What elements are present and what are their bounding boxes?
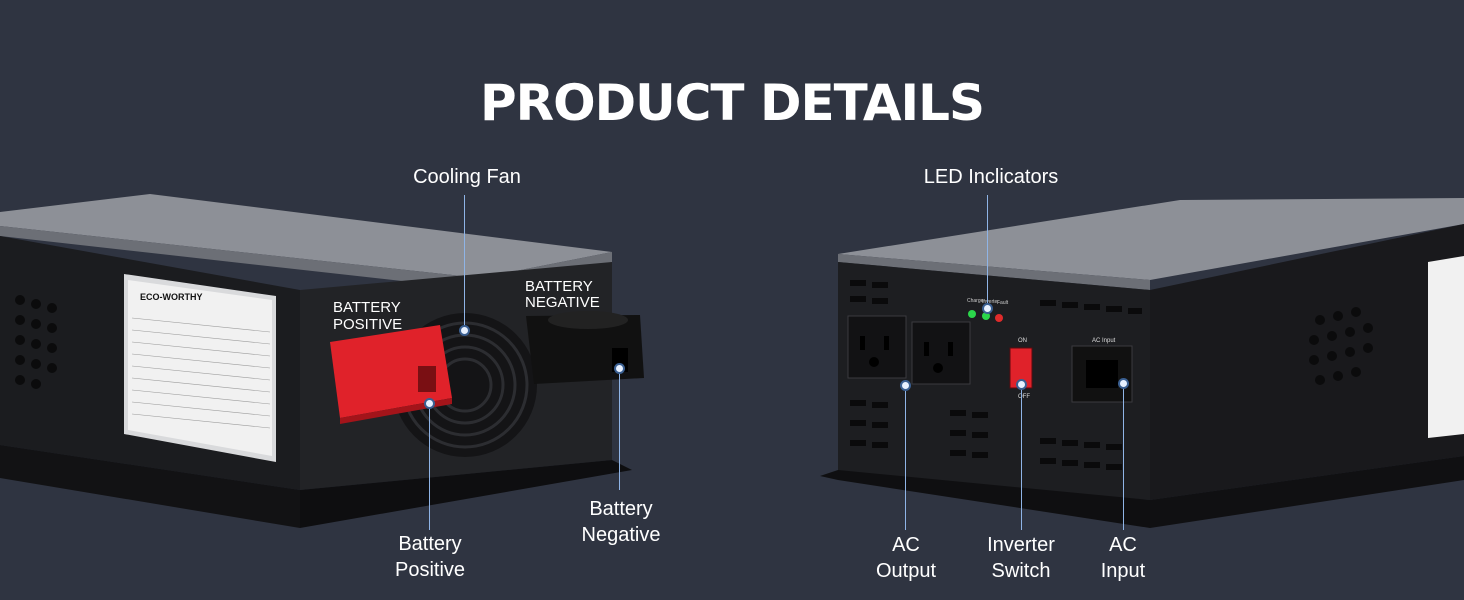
battery-positive-dot bbox=[426, 400, 433, 407]
battery-negative-leader bbox=[619, 368, 620, 490]
cooling-fan-label: Cooling Fan bbox=[413, 166, 521, 188]
brand-text: ECO-WORTHY bbox=[140, 292, 203, 302]
cooling-fan-leader bbox=[464, 195, 465, 330]
led-label-fault: Fault bbox=[997, 300, 1009, 306]
cooling-fan-dot bbox=[461, 327, 468, 334]
led-indicators-leader bbox=[987, 195, 988, 307]
led-label-charger: Charger bbox=[967, 298, 985, 304]
right-inverter-unit: Charger Inverter Fault ON OFF AC Input bbox=[820, 198, 1464, 528]
inverter-switch-dot bbox=[1018, 381, 1025, 388]
switch-on-text: ON bbox=[1018, 338, 1027, 344]
ac-output-leader bbox=[905, 385, 906, 530]
battery-negative-label: Battery Negative bbox=[581, 498, 661, 546]
inverter-switch-leader bbox=[1021, 384, 1022, 530]
printed-negative-line2: NEGATIVE bbox=[525, 294, 600, 311]
ac-output-dot bbox=[902, 382, 909, 389]
led-indicators-dot bbox=[984, 305, 991, 312]
ac-input-dot bbox=[1120, 380, 1127, 387]
printed-positive-line2: POSITIVE bbox=[333, 316, 402, 333]
ac-input-leader bbox=[1123, 383, 1124, 530]
ac-output-label: AC Output bbox=[875, 534, 937, 582]
battery-positive-label: Battery Positive bbox=[394, 533, 466, 581]
switch-off-text: OFF bbox=[1018, 394, 1030, 400]
ac-input-plate-text: AC Input bbox=[1092, 338, 1116, 344]
led-label-inverter: Inverter bbox=[982, 299, 999, 305]
left-inverter-unit: ECO-WORTHY BATTERY POSITIV bbox=[0, 194, 644, 528]
battery-negative-dot bbox=[616, 365, 623, 372]
inverter-switch-label: Inverter Switch bbox=[987, 534, 1055, 582]
printed-positive-line1: BATTERY bbox=[333, 299, 401, 316]
led-indicators-label: LED Inclicators bbox=[923, 166, 1059, 188]
printed-negative-line1: BATTERY bbox=[525, 278, 593, 295]
battery-positive-leader bbox=[429, 403, 430, 530]
ac-input-label: AC Input bbox=[1100, 534, 1146, 582]
page-title: PRODUCT DETAILS bbox=[479, 74, 985, 132]
